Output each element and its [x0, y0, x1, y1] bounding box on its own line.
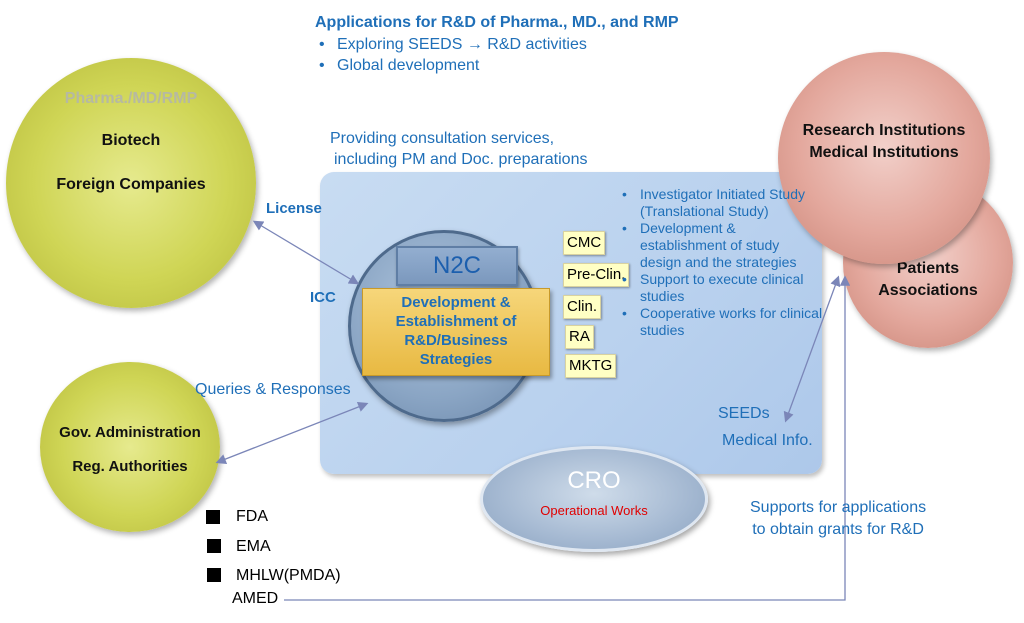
grants-line: to obtain grants for R&D	[752, 521, 924, 538]
agency-mhlw: MHLW(PMDA)	[236, 567, 341, 584]
patients-label: Associations	[878, 282, 978, 299]
consultation-line: including PM and Doc. preparations	[334, 151, 588, 168]
service-item: Support to execute clinical studies	[618, 271, 824, 305]
gov-label: Gov. Administration	[59, 424, 201, 441]
pharma-label: Biotech	[101, 132, 161, 149]
icc-label: ICC	[310, 289, 336, 306]
medical-info-label: Medical Info.	[722, 432, 813, 449]
services-list: Investigator Initiated Study (Translatio…	[618, 186, 824, 339]
service-item: Investigator Initiated Study (Translatio…	[618, 186, 824, 220]
cro-title: CRO	[567, 467, 621, 494]
grants-line: Supports for applications	[750, 499, 927, 516]
seeds-connector	[783, 275, 841, 423]
consultation-text: Providing consultation services, includi…	[330, 128, 587, 170]
n2c-strategy-line: Establishment of	[395, 313, 517, 330]
header: Applications for R&D of Pharma., MD., an…	[315, 12, 679, 76]
header-bullet: Exploring SEEDS → R&D activities	[315, 34, 679, 55]
license-connector	[252, 220, 360, 285]
pharma-faded-label: Pharma./MD/RMP	[64, 90, 198, 107]
n2c-title-box: N2C	[396, 246, 518, 286]
research-label: Research Institutions	[802, 122, 966, 139]
consultation-line: Providing consultation services,	[330, 130, 555, 147]
pharma-label: Foreign Companies	[56, 176, 206, 193]
n2c-strategy-box: Development & Establishment of R&D/Busin…	[362, 288, 550, 376]
grants-label: Supports for applications to obtain gran…	[750, 497, 926, 541]
header-bullets: Exploring SEEDS → R&D activities Global …	[315, 34, 679, 76]
agency-ema: EMA	[236, 538, 271, 555]
tag-cmc: CMC	[563, 231, 606, 255]
cro-subtitle: Operational Works	[540, 503, 648, 518]
n2c-strategy-line: Development &	[401, 294, 511, 311]
service-item: Development & establishment of study des…	[618, 220, 824, 271]
queries-connector	[215, 402, 369, 464]
tag-clin: Clin.	[563, 295, 602, 319]
gov-label: Reg. Authorities	[72, 458, 188, 475]
amed-connector	[284, 275, 851, 601]
license-label: License	[266, 200, 322, 217]
patients-label: Patients	[896, 260, 960, 277]
tag-mktg: MKTG	[565, 354, 617, 378]
agency-amed: AMED	[232, 590, 279, 607]
tag-ra: RA	[565, 325, 594, 349]
header-bullet: Global development	[315, 55, 679, 76]
header-title: Applications for R&D of Pharma., MD., an…	[315, 14, 679, 31]
bullet-square-icon	[207, 539, 221, 553]
cro-ellipse: CRO Operational Works	[480, 446, 708, 552]
bullet-square-icon	[206, 510, 220, 524]
n2c-title: N2C	[432, 252, 481, 279]
seeds-label: SEEDs	[718, 405, 770, 422]
gov-circle: Gov. Administration Reg. Authorities	[40, 362, 220, 532]
bullet-square-icon	[207, 568, 221, 582]
research-label: Medical Institutions	[809, 144, 959, 161]
pharma-circle: Pharma./MD/RMP Biotech Foreign Companies	[6, 58, 256, 308]
queries-label: Queries & Responses	[195, 381, 351, 398]
n2c-strategy-line: R&D/Business	[404, 332, 508, 349]
n2c-strategy-line: Strategies	[419, 351, 493, 368]
agency-fda: FDA	[236, 508, 268, 525]
service-item: Cooperative works for clinical studies	[618, 305, 824, 339]
